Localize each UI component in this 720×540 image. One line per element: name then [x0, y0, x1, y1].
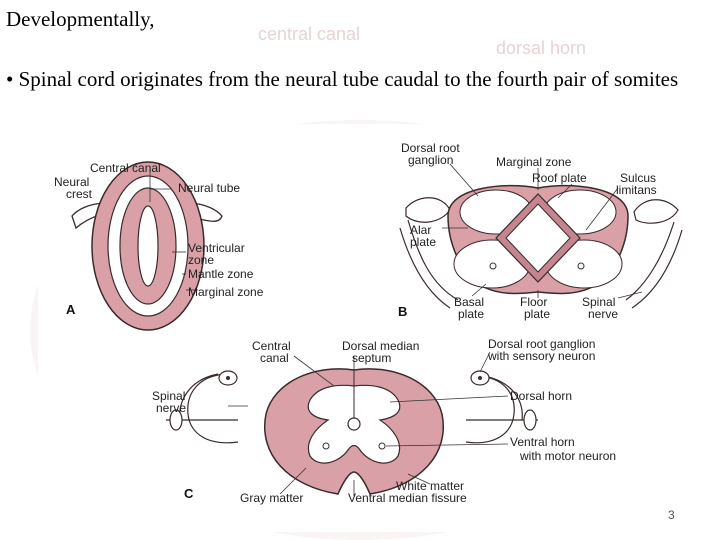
label-alar-b-1: Alar	[410, 223, 431, 237]
label-sulcus-b-2: limitans	[616, 183, 657, 197]
panel-letter-b: B	[398, 304, 407, 319]
panel-b: Dorsal root ganglion Marginal zone Roof …	[398, 141, 683, 321]
label-drg-b-2: ganglion	[408, 153, 453, 167]
label-basal-b-1: Basal	[454, 295, 484, 309]
label-marginal-a: Marginal zone	[188, 285, 264, 299]
label-floor-b-2: plate	[524, 307, 550, 321]
label-dms-c-2: septum	[352, 351, 391, 365]
slide-number: 3	[668, 508, 675, 522]
label-drg-c-1: Dorsal root ganglion	[488, 337, 595, 351]
label-mantle-a: Mantle zone	[188, 267, 254, 281]
label-central-c-2: canal	[260, 351, 289, 365]
panel-c: Central canal Dorsal median septum Dorsa…	[152, 337, 616, 505]
label-sulcus-b-1: Sulcus	[620, 171, 656, 185]
label-neural-crest-a-2: crest	[66, 187, 93, 201]
label-spinal-b-2: nerve	[588, 307, 618, 321]
label-dorsal-horn-c: Dorsal horn	[510, 389, 572, 403]
label-spinal-b-1: Spinal	[582, 295, 615, 309]
label-ventricular-a-1: Ventricular	[188, 241, 245, 255]
label-vmf-c: Ventral median fissure	[348, 491, 467, 505]
label-basal-b-2: plate	[458, 307, 484, 321]
label-spinal-c-2: nerve	[156, 401, 186, 415]
label-ventral-c-1: Ventral horn	[510, 435, 575, 449]
label-white-matter-c: White matter	[396, 479, 464, 493]
panel-a: Central canal Neural crest Neural tube V…	[54, 161, 264, 331]
panel-letter-a: A	[66, 302, 76, 317]
label-gray-matter-c: Gray matter	[240, 491, 303, 505]
label-floor-b-1: Floor	[520, 295, 547, 309]
spinal-cord-development-figure: Central canal Neural crest Neural tube V…	[38, 124, 698, 532]
label-neural-tube-a: Neural tube	[178, 181, 240, 195]
label-ventral-c-2: with motor neuron	[519, 449, 616, 463]
watermark-central-canal: central canal	[258, 24, 360, 44]
watermark-dorsal-horn: dorsal horn	[496, 38, 586, 58]
label-central-c-1: Central	[252, 339, 291, 353]
label-dms-c-1: Dorsal median	[342, 339, 419, 353]
label-alar-b-2: plate	[410, 235, 436, 249]
slide-title: Developmentally,	[6, 7, 155, 31]
label-neural-crest-a-1: Neural	[54, 175, 89, 189]
label-drg-b-1: Dorsal root	[401, 141, 460, 155]
label-marginal-b: Marginal zone	[496, 155, 572, 169]
label-spinal-c-1: Spinal	[152, 389, 185, 403]
label-roof-b: Roof plate	[532, 171, 587, 185]
label-central-canal-a: Central canal	[90, 161, 161, 175]
label-ventricular-a-2: zone	[188, 253, 214, 267]
label-drg-c-2: with sensory neuron	[487, 349, 595, 363]
bullet-text: • Spinal cord originates from the neural…	[6, 67, 679, 91]
panel-letter-c: C	[184, 486, 194, 501]
